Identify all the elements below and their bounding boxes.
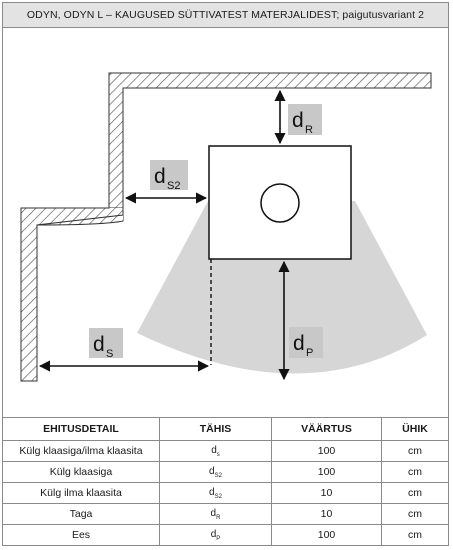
cell-detail: Taga	[3, 503, 160, 525]
dR-label: d	[292, 109, 304, 132]
cell-detail: Külg klaasiga/ilma klaasita	[3, 440, 160, 462]
clearance-diagram: d R d S2 d P d S	[20, 72, 432, 382]
dP-label-sub: P	[306, 347, 313, 359]
cell-symbol: dS2	[159, 482, 272, 504]
dS-label-sub: S	[106, 348, 113, 360]
cell-unit: cm	[381, 461, 448, 483]
col-header-unit: ÜHIK	[381, 417, 448, 441]
diagram-title: ODYN, ODYN L – KAUGUSED SÜTTIVATEST MATE…	[3, 3, 448, 28]
dP-label: d	[293, 332, 305, 355]
cell-value: 10	[271, 482, 382, 504]
cell-value: 100	[271, 524, 382, 545]
cell-symbol: dS2	[159, 461, 272, 483]
cell-symbol: ds	[159, 440, 272, 462]
cell-detail: Külg klaasiga	[3, 461, 160, 483]
cell-unit: cm	[381, 440, 448, 462]
cell-detail: Ees	[3, 524, 160, 545]
cell-value: 100	[271, 461, 382, 483]
diagram-frame: ODYN, ODYN L – KAUGUSED SÜTTIVATEST MATE…	[2, 2, 449, 546]
table-row: Taga dR 10 cm	[3, 503, 448, 525]
dR-label-box	[288, 104, 322, 135]
cell-unit: cm	[381, 524, 448, 545]
col-header-symbol: TÄHIS	[159, 417, 272, 441]
cell-symbol: dP	[159, 524, 272, 545]
wall-step-corner	[109, 208, 123, 221]
col-header-detail: EHITUSDETAIL	[3, 417, 160, 441]
clearance-table: EHITUSDETAIL TÄHIS VÄÄRTUS ÜHIK Külg kla…	[3, 417, 448, 545]
dS2-label-sub: S2	[167, 180, 180, 192]
cell-detail: Külg ilma klaasita	[3, 482, 160, 504]
dS2-label: d	[154, 165, 166, 188]
dR-label-sub: R	[305, 124, 313, 136]
cell-symbol: dR	[159, 503, 272, 525]
dS-label: d	[93, 333, 105, 356]
cell-unit: cm	[381, 482, 448, 504]
cell-unit: cm	[381, 503, 448, 525]
table-header-row: EHITUSDETAIL TÄHIS VÄÄRTUS ÜHIK	[3, 417, 448, 441]
flue-outlet	[260, 183, 300, 223]
table-row: Külg klaasiga dS2 100 cm	[3, 461, 448, 483]
cell-value: 100	[271, 440, 382, 462]
cell-value: 10	[271, 503, 382, 525]
table-row: Külg klaasiga/ilma klaasita ds 100 cm	[3, 440, 448, 462]
dS2-label-box	[150, 160, 188, 190]
wall-outline	[20, 72, 432, 382]
col-header-value: VÄÄRTUS	[271, 417, 382, 441]
dP-label-box	[289, 327, 323, 358]
table-row: Külg ilma klaasita dS2 10 cm	[3, 482, 448, 504]
dS-label-box	[89, 328, 123, 358]
table-row: Ees dP 100 cm	[3, 524, 448, 545]
